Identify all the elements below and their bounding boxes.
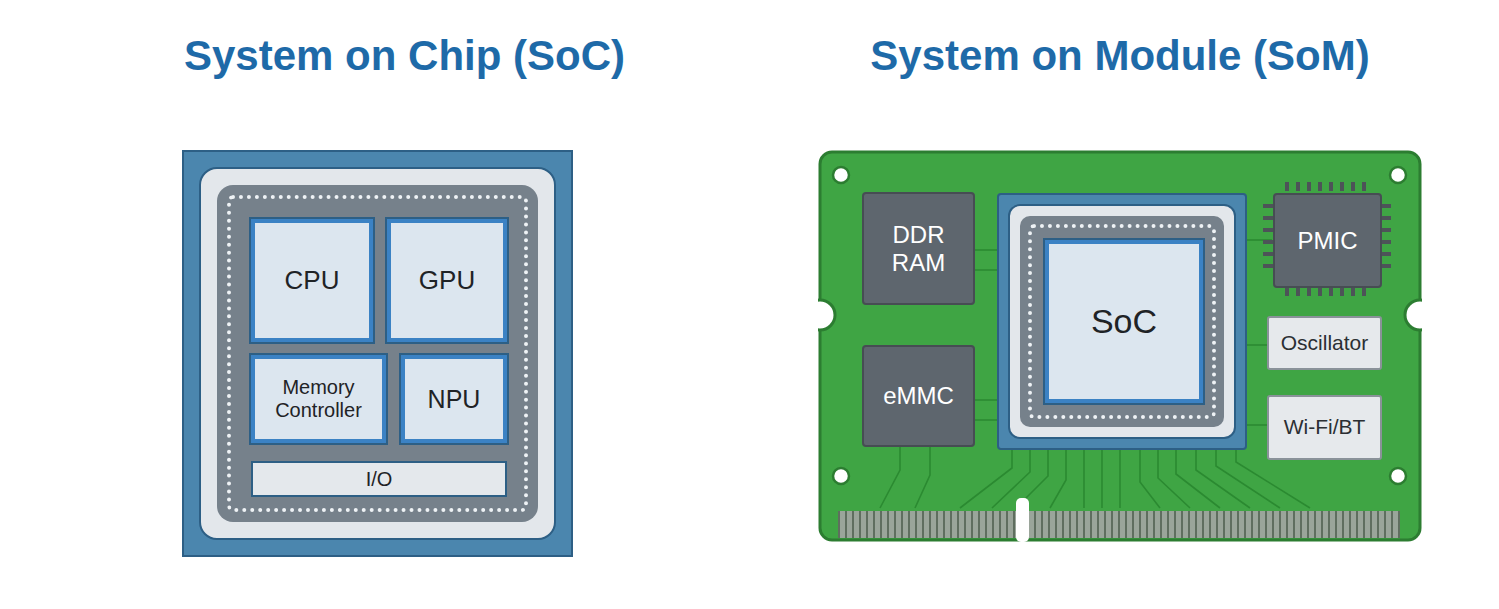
notch-cut: [800, 298, 818, 332]
component-label: GPU: [419, 266, 475, 296]
component-label: Memory Controller: [261, 376, 376, 422]
edge-connector: [838, 511, 1400, 538]
component-label: SoC: [1045, 240, 1203, 403]
soc-block: Memory Controller: [251, 355, 386, 443]
memory-chip: eMMC: [862, 345, 975, 447]
component-label: Wi-Fi/BT: [1284, 415, 1366, 439]
soc-block: NPU: [401, 355, 507, 443]
section-heading: System on Module (SoM): [870, 30, 1369, 82]
component-label: DDR RAM: [870, 221, 967, 276]
component-label: PMIC: [1298, 227, 1358, 255]
component-label: I/O: [366, 468, 393, 491]
notch-cut: [1422, 298, 1440, 332]
ic-pins: [1263, 182, 1391, 296]
mounting-holes: [833, 167, 1406, 484]
module-board: DDR RAMSoCPMICeMMCOscillatorWi-Fi/BTSyst…: [820, 152, 1420, 540]
section-heading: System on Chip (SoC): [184, 30, 571, 82]
pmic-chip: PMIC: [1273, 193, 1382, 288]
memory-chip: DDR RAM: [862, 192, 975, 305]
component-label: CPU: [285, 266, 340, 296]
io-block: I/O: [251, 461, 507, 497]
soc-package: SoC: [997, 193, 1247, 450]
soc-block: CPU: [251, 219, 373, 342]
component-label: Oscillator: [1281, 331, 1369, 355]
component-label: eMMC: [883, 382, 954, 410]
component-box: Wi-Fi/BT: [1267, 395, 1382, 460]
component-box: Oscillator: [1267, 316, 1382, 370]
soc-block: GPU: [387, 219, 507, 342]
chip-package: CPUGPUMemory ControllerNPUI/OSystem on C…: [182, 150, 573, 557]
pcb-board: [820, 152, 1420, 540]
connector-key: [1016, 498, 1029, 542]
component-label: NPU: [428, 385, 481, 414]
